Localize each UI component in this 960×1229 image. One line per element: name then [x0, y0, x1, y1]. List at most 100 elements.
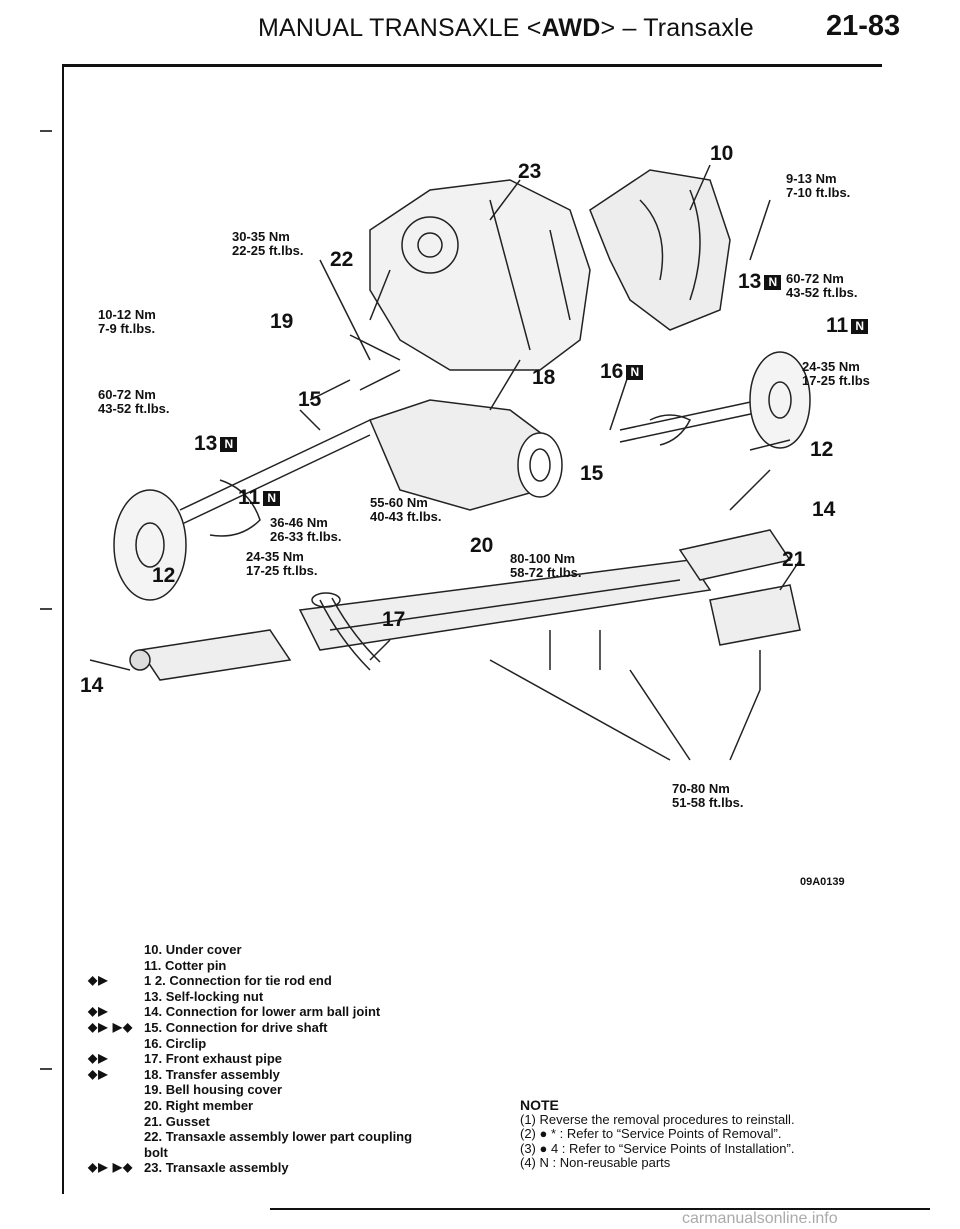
parts-list-item: 11. Cotter pin [88, 958, 488, 974]
part-number: 1 2. [144, 973, 166, 989]
header-rule [62, 64, 882, 67]
callout-15: 15 [298, 388, 322, 411]
parts-list-text: 22. Transaxle assembly lower part coupli… [144, 1129, 412, 1145]
part-label: Under cover [165, 942, 242, 957]
part-number: 13. [144, 988, 163, 1004]
parts-list-item: ◆▶ 18. Transfer assembly [88, 1067, 488, 1083]
part-number: 18. [144, 1066, 163, 1082]
part-label: Transaxle assembly lower part coupling [165, 1129, 413, 1145]
callout-12: 12 [152, 564, 176, 587]
part-label: Circlip [165, 1035, 207, 1051]
part-label: Connection for lower arm ball joint [165, 1004, 381, 1020]
note-title: NOTE [520, 1097, 559, 1113]
parts-list-item: ◆▶ ▶◆ 15. Connection for drive shaft [88, 1020, 488, 1036]
non-reusable-icon: N [626, 364, 644, 380]
note-line: (1) Reverse the removal procedures to re… [520, 1111, 795, 1127]
non-reusable-icon: N [220, 436, 238, 452]
non-reusable-icon: N [263, 490, 281, 506]
margin-tick [40, 608, 52, 610]
parts-list-text: 10. Under cover [144, 942, 242, 958]
part-number: 20. [144, 1097, 163, 1113]
left-border-rule [62, 64, 64, 1194]
part-label: Self-locking nut [165, 988, 264, 1004]
parts-list-item: 10. Under cover [88, 942, 488, 958]
diagram-drawing [89, 164, 811, 761]
watermark: carmanualsonline.info [682, 1210, 838, 1227]
part-label: Bell housing cover [165, 1082, 283, 1098]
margin-tick [40, 1068, 52, 1070]
part-number: 17. [144, 1051, 163, 1067]
part-label: Gusset [165, 1113, 210, 1129]
callout-18: 18 [532, 366, 556, 389]
service-point-icon: ◆▶ [88, 1051, 109, 1066]
page-title: MANUAL TRANSAXLE <AWD> – Transaxle [258, 14, 754, 42]
part-number: 22. [144, 1129, 163, 1145]
part-number: 14. [144, 1004, 163, 1020]
note-line: (3) ● 4 : Refer to “Service Points of In… [520, 1140, 795, 1156]
part-number: 16. [144, 1035, 163, 1051]
parts-list-item: 13. Self-locking nut [88, 989, 488, 1005]
note-line: (4) N : Non-reusable parts [520, 1155, 671, 1170]
parts-list-text: 13. Self-locking nut [144, 989, 263, 1005]
callout-17: 17 [382, 608, 406, 631]
parts-list-text: bolt [144, 1145, 168, 1161]
callout-19: 19 [270, 310, 294, 333]
part-label: Transaxle assembly [165, 1160, 289, 1176]
parts-list-item: ◆▶ ▶◆ 23. Transaxle assembly [88, 1160, 488, 1176]
parts-list-text: 15. Connection for drive shaft [144, 1020, 328, 1036]
service-point-icon: ◆▶ ▶◆ [88, 1019, 134, 1034]
part-number: 15. [144, 1019, 163, 1035]
parts-list-text: 1 2. Connection for tie rod end [144, 973, 332, 989]
parts-list-text: 19. Bell housing cover [144, 1082, 282, 1098]
parts-list-text: 20. Right member [144, 1098, 253, 1114]
note-block: NOTE (1) Reverse the removal procedures … [520, 1098, 920, 1171]
page-header: MANUAL TRANSAXLE <AWD> – Transaxle 21-83 [0, 0, 960, 70]
parts-list-text: 14. Connection for lower arm ball joint [144, 1004, 380, 1020]
callout-12: 12 [810, 438, 834, 461]
margin-tick [40, 130, 52, 132]
part-label: Cotter pin [164, 957, 227, 973]
parts-list-item: ◆▶14. Connection for lower arm ball join… [88, 1004, 488, 1020]
parts-list-item: ◆▶ 17. Front exhaust pipe [88, 1051, 488, 1067]
service-point-icon: ◆▶ ▶◆ [88, 1160, 134, 1175]
figure-code: 09A0139 [800, 876, 845, 888]
part-label: Front exhaust pipe [165, 1051, 282, 1067]
parts-list-item: 20. Right member [88, 1098, 488, 1114]
part-number: 19. [144, 1082, 163, 1098]
note-line: (2) ● * : Refer to “Service Points of Re… [520, 1126, 782, 1141]
part-label: Connection for drive shaft [165, 1019, 328, 1035]
parts-list-item: bolt [88, 1145, 488, 1161]
page-number: 21-83 [826, 10, 901, 42]
parts-list-text: 21. Gusset [144, 1114, 210, 1130]
parts-list-text: 23. Transaxle assembly [144, 1160, 289, 1176]
parts-list-text: 11. Cotter pin [144, 958, 226, 974]
part-label: Transfer assembly [165, 1066, 280, 1082]
part-number: 11. [144, 957, 162, 973]
footer-rule [270, 1208, 930, 1210]
part-label: Right member [165, 1097, 254, 1113]
part-number: 21. [144, 1113, 163, 1129]
exploded-diagram: 10 23 22 19 15 15 18 12 12 14 14 20 17 2… [70, 70, 890, 920]
callout-14: 14 [812, 498, 836, 521]
service-point-icon: ◆▶ [88, 1066, 109, 1081]
parts-list-item: 16. Circlip [88, 1036, 488, 1052]
parts-list-text: 18. Transfer assembly [144, 1067, 280, 1083]
callout-20: 20 [470, 534, 494, 557]
parts-list-text: 17. Front exhaust pipe [144, 1051, 282, 1067]
parts-list-text: 16. Circlip [144, 1036, 206, 1052]
